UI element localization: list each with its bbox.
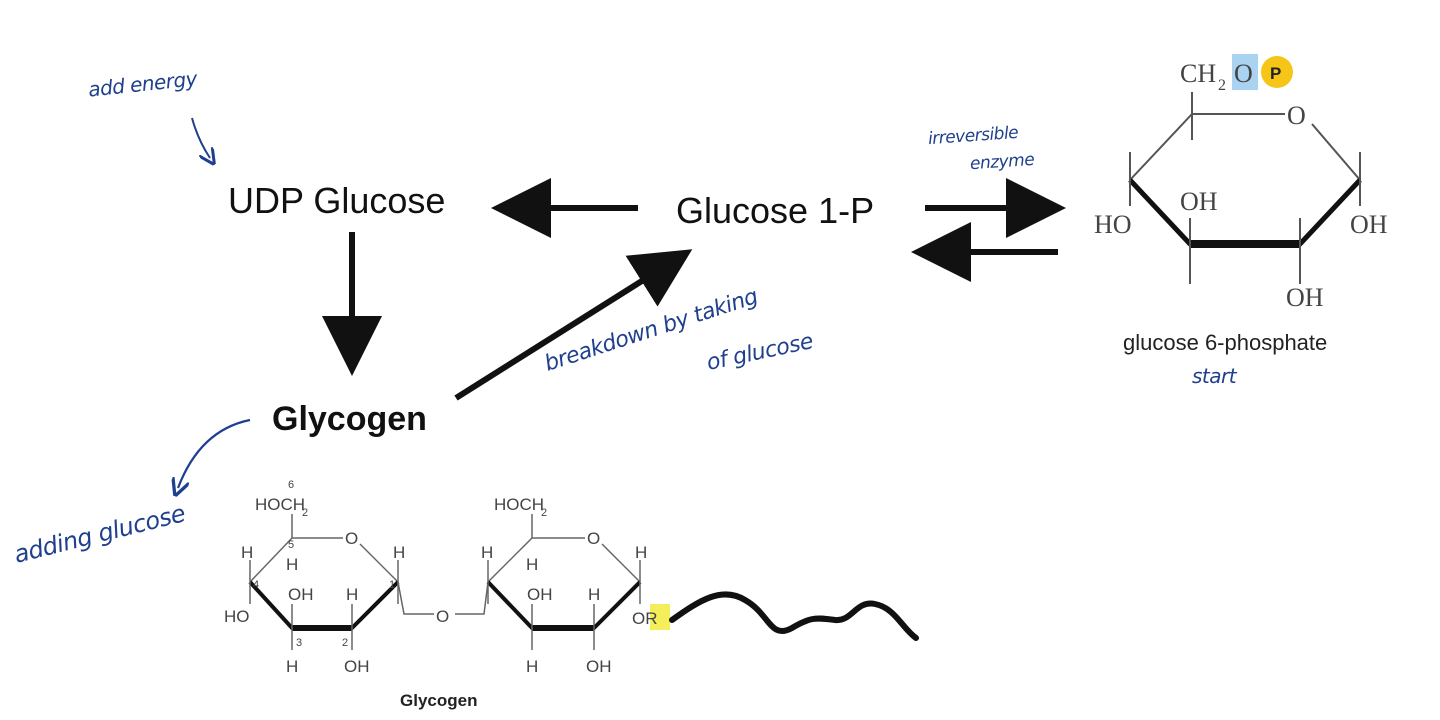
structure-bond — [1129, 113, 1193, 181]
structure-atom-label: HOCH — [255, 495, 305, 514]
g6p-caption: glucose 6-phosphate — [1123, 330, 1327, 355]
adding-glucose-arrow — [178, 418, 251, 488]
structure-bond — [397, 581, 434, 615]
structure-atom-label: H — [635, 543, 647, 562]
structure-bond — [1128, 178, 1362, 247]
structure-atom-label: H — [588, 585, 600, 604]
structure-atom-label: 2 — [541, 507, 547, 519]
structure-atom-label: H — [346, 585, 358, 604]
glycogen-label: Glycogen — [272, 400, 427, 438]
structure-bond — [359, 543, 399, 583]
glycogen-structure-caption: Glycogen — [400, 691, 477, 710]
structure-atom-label: OH — [527, 585, 553, 604]
structure-atom-label: O — [436, 607, 449, 626]
arrow-glycogen-to-g1p — [454, 249, 693, 401]
structure-atom-label: H — [526, 657, 538, 676]
structure-atom-label: HO — [224, 607, 250, 626]
structure-bond — [455, 581, 489, 615]
glycogen-structure: HOCH 2 6 O H 5 H H 4 1 HO OH H 3 2 H OH … — [224, 479, 919, 710]
structure-bond — [248, 580, 400, 630]
structure-atom-label: OH — [344, 657, 370, 676]
phosphate-label: P — [1270, 64, 1281, 83]
structure-atom-label: 4 — [253, 579, 259, 591]
structure-atom-label: 3 — [296, 637, 302, 649]
structure-atom-label: 6 — [288, 479, 294, 491]
g6p-oh-inner: OH — [1180, 187, 1218, 216]
structure-atom-label: HOCH — [494, 495, 544, 514]
structure-bond — [249, 537, 293, 583]
phosphate-circle — [1261, 56, 1293, 88]
structure-bond — [1311, 123, 1361, 181]
structure-atom-label: OH — [288, 585, 314, 604]
structure-atom-label: O — [587, 529, 600, 548]
udp-glucose-label: UDP Glucose — [228, 180, 446, 221]
structure-atom-label: 2 — [302, 507, 308, 519]
structure-atom-label: 1 — [389, 579, 395, 591]
ring-o-label: O — [1287, 101, 1306, 130]
structure-atom-label: 2 — [342, 637, 348, 649]
structure-atom-label: H — [286, 555, 298, 574]
g6p-ho-left: HO — [1094, 210, 1132, 239]
glucose-6-phosphate-structure: CH 2 O P O HO OH OH OH glucose 6-phospha… — [1094, 54, 1388, 355]
structure-atom-label: H — [286, 657, 298, 676]
structure-bond — [486, 580, 642, 630]
or-label: OR — [632, 609, 658, 628]
note-start: start — [1192, 364, 1237, 388]
structure-atom-label: H — [481, 543, 493, 562]
structure-atom-label: OH — [586, 657, 612, 676]
glucose-1p-label: Glucose 1-P — [676, 190, 875, 231]
glycogen-chain — [669, 591, 919, 641]
structure-bond — [601, 543, 641, 583]
add-energy-arrow — [191, 117, 210, 158]
structure-atom-label: H — [241, 543, 253, 562]
structure-atom-label: H — [526, 555, 538, 574]
structure-atom-label: O — [345, 529, 358, 548]
structure-atom-label: 5 — [288, 539, 294, 551]
ch2o-label-sub: 2 — [1218, 77, 1226, 94]
structure-bond — [487, 537, 533, 583]
ch2o-highlight — [1232, 54, 1258, 90]
or-highlight — [650, 604, 670, 630]
g6p-oh-bottom: OH — [1286, 283, 1324, 312]
g6p-oh-right: OH — [1350, 210, 1388, 239]
ch2o-label-ch: CH — [1180, 59, 1216, 88]
structure-atom-label: H — [393, 543, 405, 562]
ch2o-label-o: O — [1234, 59, 1253, 88]
